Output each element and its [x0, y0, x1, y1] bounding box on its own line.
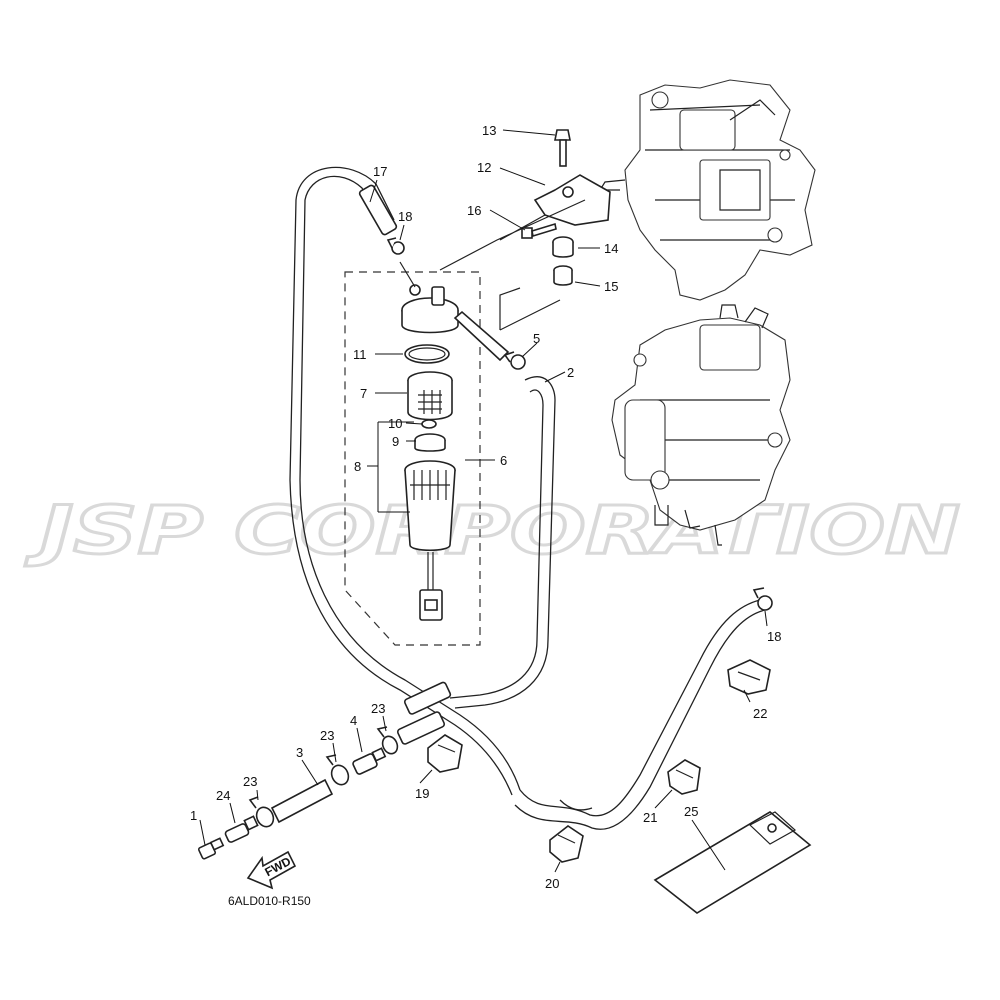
callout-21: 21	[643, 810, 657, 825]
holder-20	[549, 825, 584, 863]
callout-1: 1	[190, 808, 197, 823]
callout-10: 10	[388, 416, 402, 431]
diagram-code: 6ALD010-R150	[228, 894, 311, 908]
callout-5: 5	[533, 331, 540, 346]
bracket-guide-lines	[439, 199, 586, 331]
bolt-13	[554, 129, 571, 167]
joint-1	[197, 837, 225, 860]
fuel-filter-assembly-outline	[344, 271, 481, 646]
holder-19	[427, 734, 463, 773]
callout-4: 4	[350, 713, 357, 728]
fitting-24	[224, 815, 259, 843]
hose-lower-right	[514, 599, 766, 830]
joint-4	[352, 747, 387, 775]
hose-2-supply-line	[396, 376, 556, 745]
screw-16	[521, 222, 557, 239]
clamp-5	[503, 351, 526, 370]
filter-cup	[404, 460, 456, 621]
clip-23-right	[376, 726, 399, 755]
clip-23-mid	[325, 754, 350, 786]
callout-23-right: 23	[371, 701, 385, 716]
envelope-25	[653, 811, 812, 914]
collar-15	[553, 265, 573, 286]
callout-labels: 1 2 3 4 5 6 7 8 9 10 11 12 13 14 15 16 1…	[190, 123, 781, 891]
clamp-18-upper	[386, 237, 405, 255]
hose-17-return-line	[289, 166, 521, 796]
float-and-spring	[414, 419, 446, 452]
callout-17: 17	[373, 164, 387, 179]
callout-23-mid: 23	[320, 728, 334, 743]
filter-head	[399, 261, 510, 362]
holder-22	[727, 659, 771, 695]
callout-2: 2	[567, 365, 574, 380]
callout-14: 14	[604, 241, 618, 256]
filter-element	[407, 371, 453, 421]
callout-12: 12	[477, 160, 491, 175]
clip-23-left	[248, 796, 275, 828]
callout-7: 7	[360, 386, 367, 401]
callout-13: 13	[482, 123, 496, 138]
callout-25: 25	[684, 804, 698, 819]
fwd-arrow: FWD	[246, 850, 297, 890]
grommet-14	[552, 236, 574, 258]
engine-block-upper	[598, 79, 816, 301]
holder-21	[667, 759, 701, 795]
callout-3: 3	[296, 745, 303, 760]
leader-lines	[199, 129, 768, 873]
callout-18-lower: 18	[767, 629, 781, 644]
callout-15: 15	[604, 279, 618, 294]
callout-20: 20	[545, 876, 559, 891]
callout-9: 9	[392, 434, 399, 449]
o-ring	[404, 344, 450, 364]
hose-3	[270, 778, 334, 824]
callout-19: 19	[415, 786, 429, 801]
engine-block-lower	[611, 304, 791, 546]
callout-16: 16	[467, 203, 481, 218]
callout-18-upper: 18	[398, 209, 412, 224]
callout-23-left: 23	[243, 774, 257, 789]
callout-22: 22	[753, 706, 767, 721]
callout-8: 8	[354, 459, 361, 474]
callout-11: 11	[353, 347, 367, 362]
watermark-text: JSP CORPORATION	[25, 492, 960, 569]
clamp-18-lower	[752, 587, 773, 611]
callout-24: 24	[216, 788, 230, 803]
callout-6: 6	[500, 453, 507, 468]
bracket-12	[533, 174, 611, 226]
